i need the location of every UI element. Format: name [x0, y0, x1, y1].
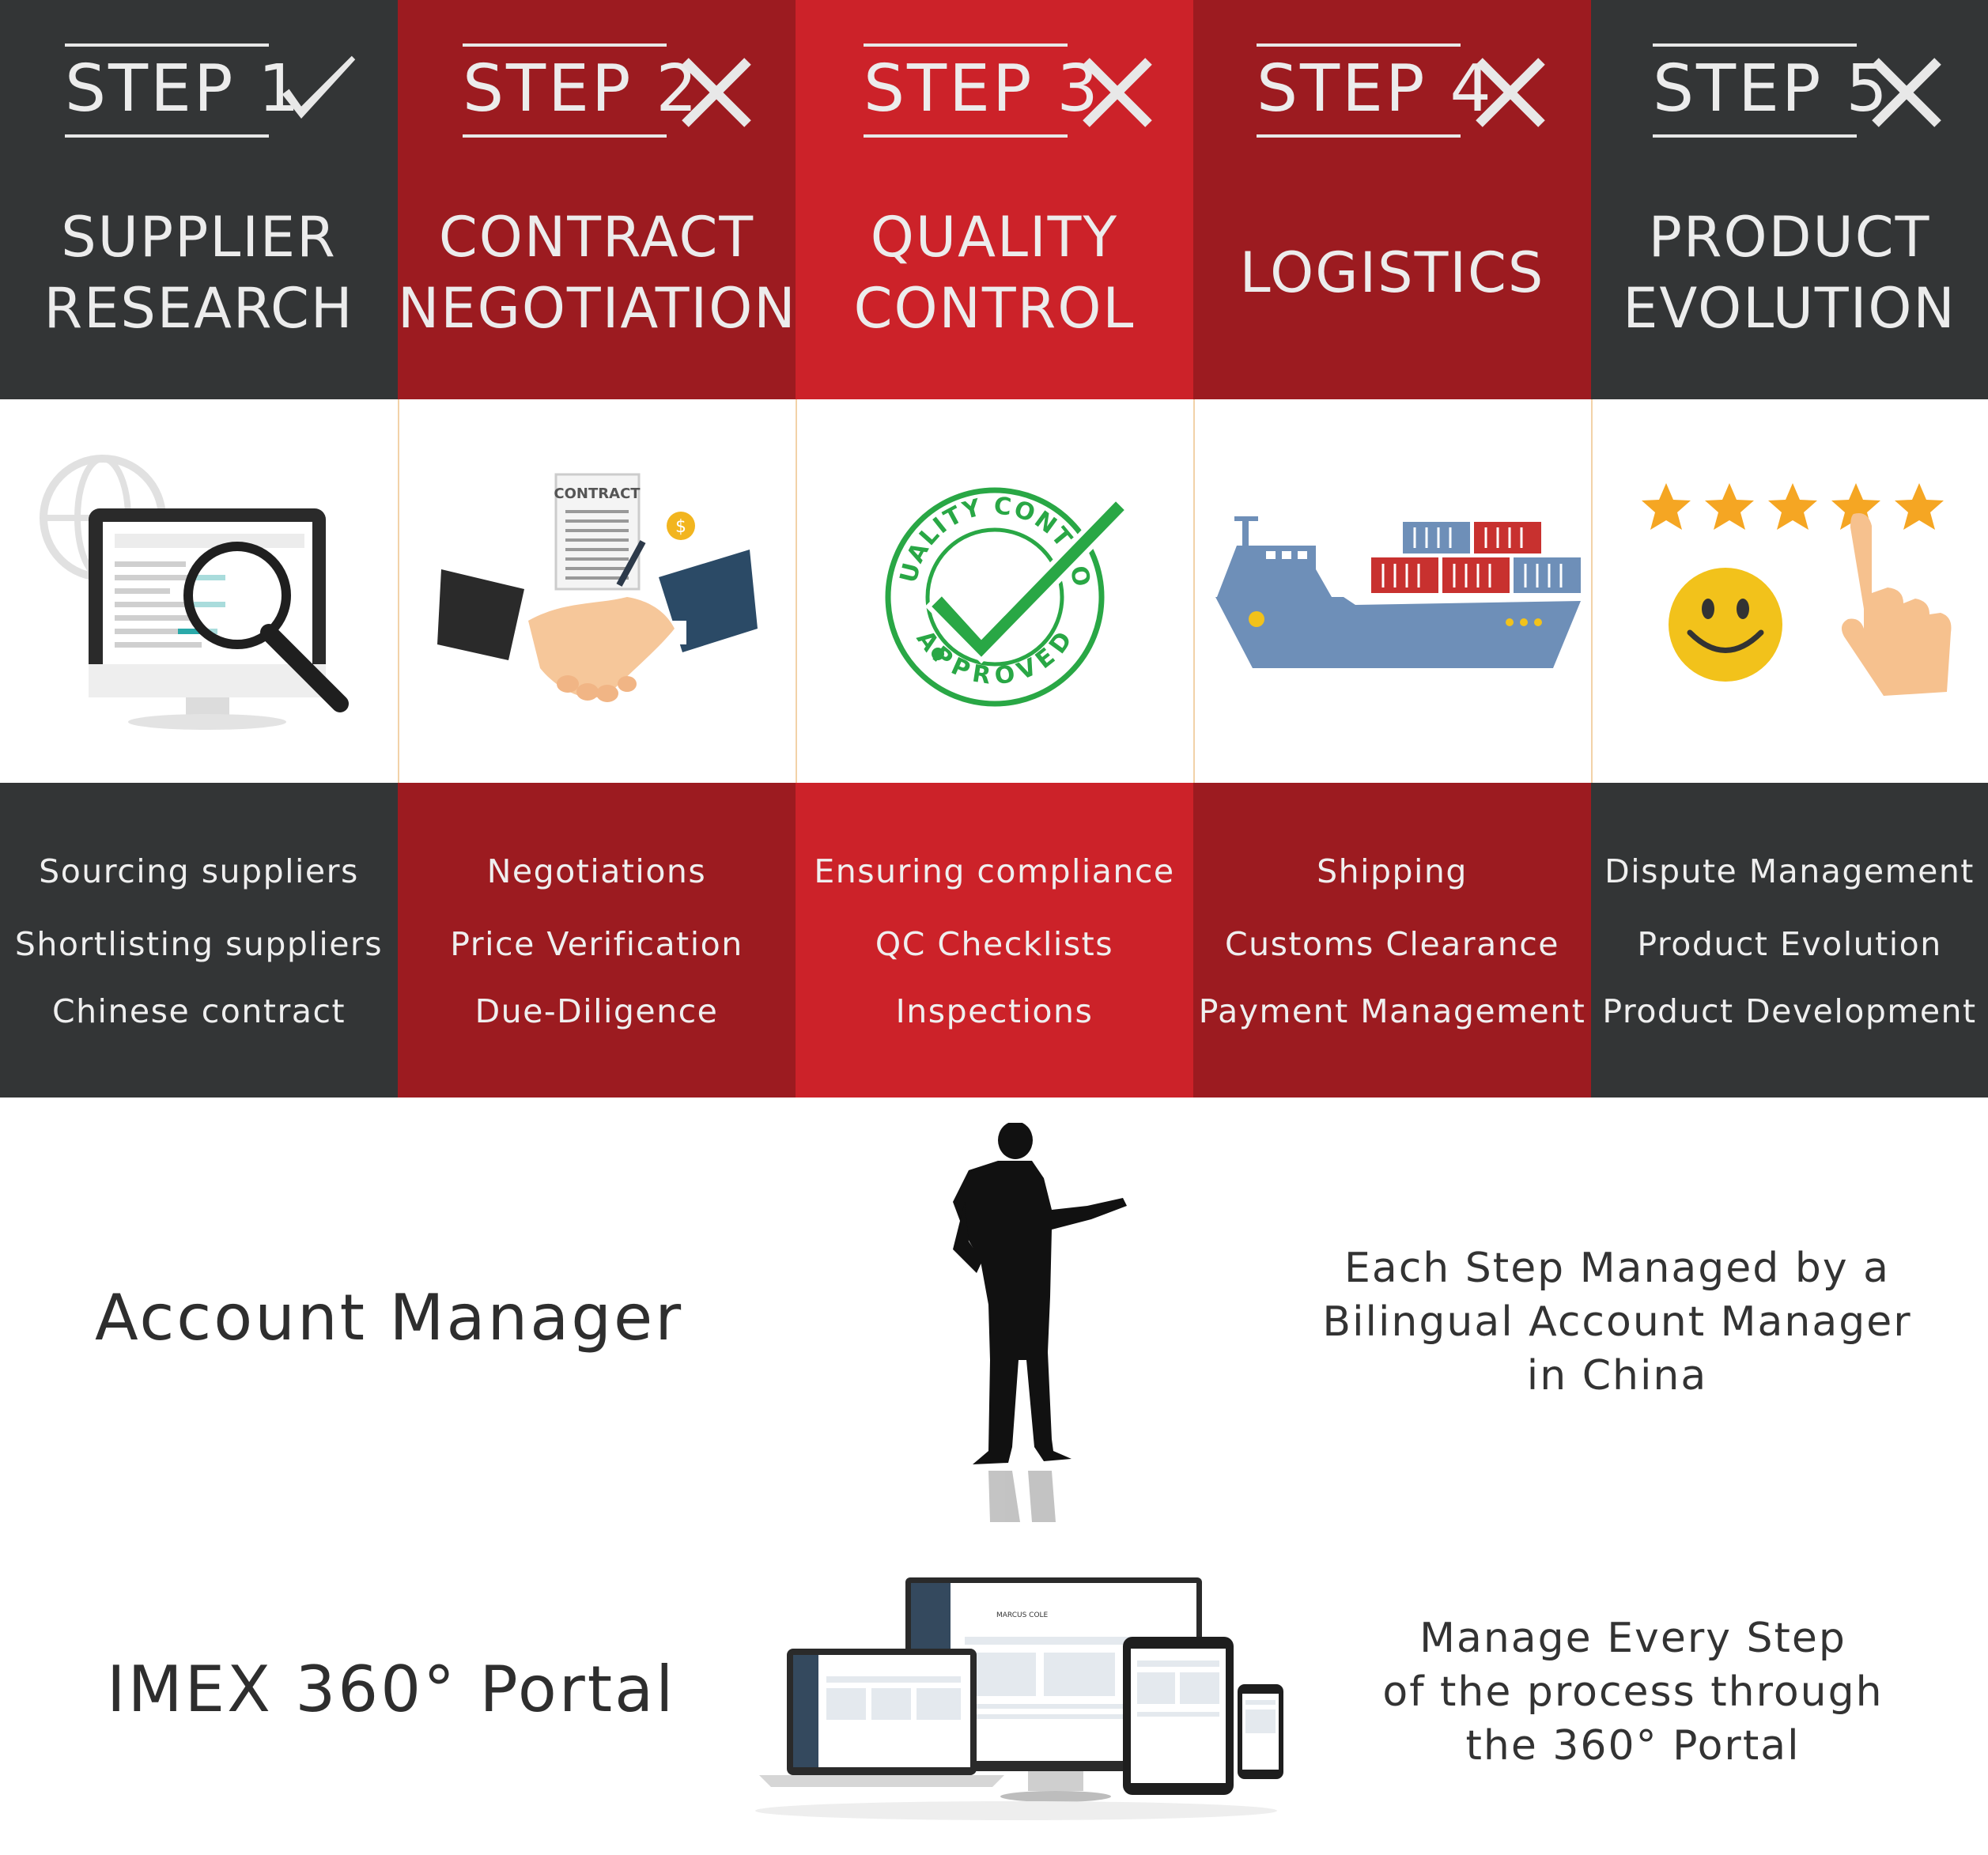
detail-item: Shipping [1317, 852, 1468, 890]
step-title: SUPPLIER RESEARCH [43, 205, 354, 341]
detail-item: Customs Clearance [1224, 925, 1560, 963]
account-manager-description: Each Step Managed by a Bilingual Account… [1322, 1245, 1912, 1400]
quality-approved-stamp-icon: QUALITY CONTROL APPROVED [784, 378, 1132, 707]
cargo-ship-icon [1215, 516, 1581, 668]
handshake-contract-icon: CONTRACT $ [437, 473, 758, 702]
businessman-silhouette-icon [953, 1123, 1127, 1522]
step-number: STEP 2 [463, 51, 700, 127]
step-number: STEP 1 [65, 51, 302, 127]
cross-icon [1083, 58, 1152, 127]
magnifier-monitor-icon [40, 455, 349, 730]
detail-item: Due-Diligence [474, 992, 719, 1030]
step-number: STEP 3 [864, 51, 1101, 127]
step-header: STEP 4 LOGISTICS [1193, 0, 1591, 399]
portal-label: IMEX 360° Portal [107, 1653, 676, 1726]
step-title: CONTRACT NEGOTIATION [398, 205, 797, 341]
step-header: STEP 3 QUALITY CONTROL [796, 0, 1193, 399]
portal-description: Manage Every Step of the process through… [1382, 1615, 1884, 1770]
svg-text:$: $ [675, 517, 686, 537]
detail-item: Chinese contract [51, 992, 346, 1030]
step-title: QUALITY CONTROL [853, 205, 1136, 341]
step-details: Shipping Customs Clearance Payment Manag… [1193, 783, 1591, 1098]
detail-item: Inspections [895, 992, 1094, 1030]
detail-item: Sourcing suppliers [39, 852, 359, 890]
svg-text:MARCUS COLE: MARCUS COLE [996, 1611, 1049, 1619]
detail-item: Ensuring compliance [814, 852, 1175, 890]
step-details: Negotiations Price Verification Due-Dili… [398, 783, 796, 1098]
step-details: Ensuring compliance QC Checklists Inspec… [796, 783, 1193, 1098]
detail-item: Shortlisting suppliers [14, 925, 384, 963]
detail-item: Payment Management [1198, 992, 1586, 1030]
cross-icon [1872, 58, 1941, 127]
responsive-devices-icon: MARCUS COLE [755, 1577, 1283, 1820]
svg-text:CONTRACT: CONTRACT [554, 485, 641, 502]
cross-icon [1476, 58, 1545, 127]
step-header: STEP 2 CONTRACT NEGOTIATION [398, 0, 796, 399]
step-title: PRODUCT EVOLUTION [1623, 205, 1956, 341]
detail-item: Negotiations [486, 852, 707, 890]
step-header: STEP 5 PRODUCT EVOLUTION [1591, 0, 1988, 399]
step-number: STEP 5 [1653, 51, 1890, 127]
cross-icon [682, 58, 751, 127]
detail-item: Product Evolution [1637, 925, 1942, 963]
step-header: STEP 1 SUPPLIER RESEARCH [0, 0, 398, 399]
stars-rating-icon [1642, 483, 1952, 696]
check-icon [282, 55, 356, 119]
step-title: LOGISTICS [1239, 240, 1545, 305]
detail-item: Product Development [1602, 992, 1977, 1030]
step-number: STEP 4 [1257, 51, 1494, 127]
step-details: Sourcing suppliers Shortlisting supplier… [0, 783, 398, 1098]
account-manager-label: Account Manager [95, 1281, 684, 1354]
detail-item: Dispute Management [1604, 852, 1975, 890]
detail-item: QC Checklists [875, 925, 1114, 963]
detail-item: Price Verification [450, 925, 743, 963]
step-details: Dispute Management Product Evolution Pro… [1591, 783, 1988, 1098]
